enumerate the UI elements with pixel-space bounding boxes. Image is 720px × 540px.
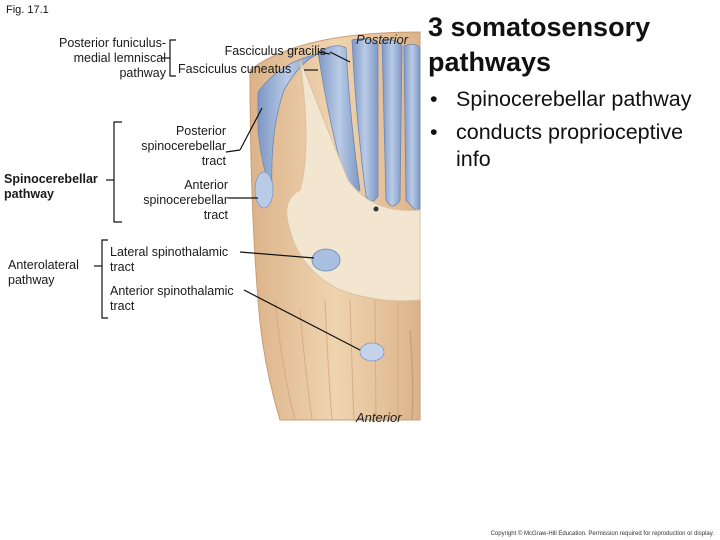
label-fasciculus-gracilis: Fasciculus gracilis [224, 44, 326, 58]
bullet-list: Spinocerebellar pathway conducts proprio… [428, 86, 718, 179]
label-posterior-spinocerebellar: Posterior spinocerebellar tract [141, 124, 226, 168]
gray-matter [286, 59, 421, 302]
slide-title: 3 somatosensory pathways [428, 12, 651, 77]
label-posterior-funiculus: Posterior funiculus-medial lemniscal pat… [59, 36, 166, 80]
orientation-anterior: Anterior [356, 410, 402, 425]
orientation-posterior: Posterior [356, 32, 409, 47]
label-anterolateral-pathway: Anterolateral pathway [8, 258, 79, 287]
posterior-columns [317, 38, 421, 217]
lateral-spinothalamic-shape [311, 248, 341, 272]
central-canal [373, 206, 379, 212]
anterior-spinocerebellar-shape [254, 171, 274, 209]
fasciculus-cuneatus-shape [317, 45, 361, 194]
anterior-spinothalamic-shape [359, 342, 385, 362]
figure-label: Fig. 17.1 [6, 4, 49, 16]
label-lateral-spinothalamic: Lateral spinothalamic tract [110, 245, 229, 274]
label-anterior-spinocerebellar: Anterior spinocerebellar tract [143, 178, 228, 222]
bullet-item: conducts proprioceptive info [428, 119, 718, 173]
white-matter-columns [274, 299, 399, 421]
label-fasciculus-cuneatus: Fasciculus cuneatus [178, 62, 292, 76]
label-leaders [94, 39, 361, 351]
label-anterior-spinothalamic: Anterior spinothalamic tract [110, 284, 234, 313]
label-spinocerebellar-pathway: Spinocerebellar pathway [4, 172, 98, 201]
copyright-notice: Copyright © McGraw-Hill Education. Permi… [490, 531, 714, 537]
bullet-item: Spinocerebellar pathway [428, 86, 718, 113]
